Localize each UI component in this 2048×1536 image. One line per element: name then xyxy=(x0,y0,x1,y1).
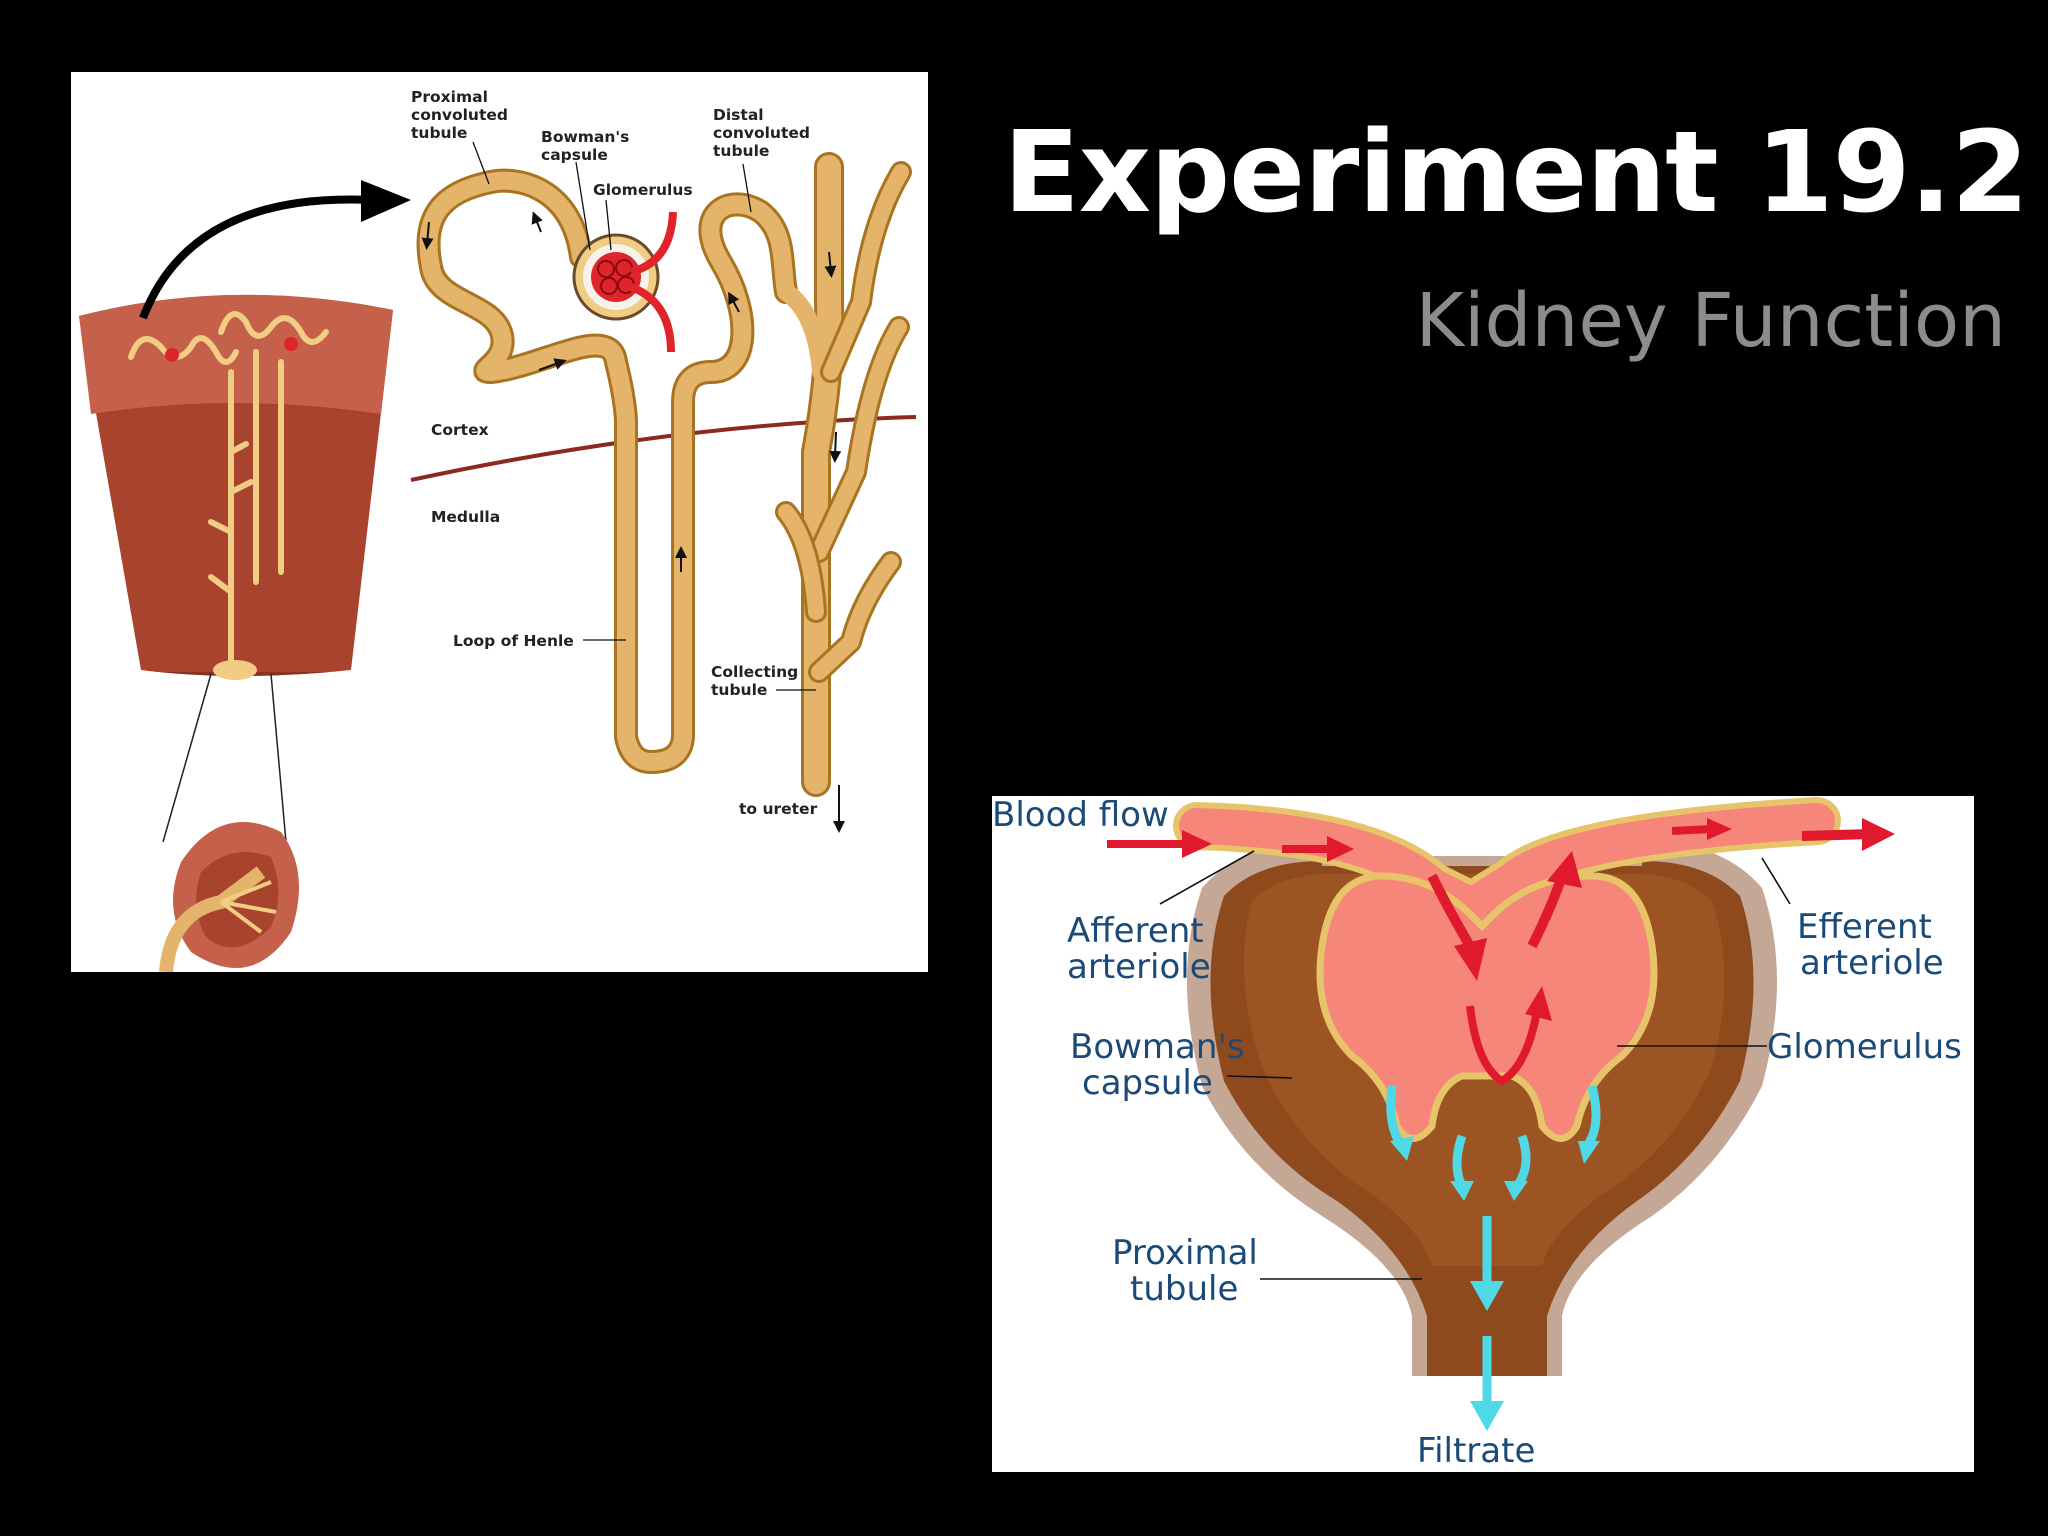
label-proximal-line3: tubule xyxy=(411,124,467,142)
label-afferent-line2: arteriole xyxy=(1067,947,1211,987)
label-proximal-line1: Proximal xyxy=(411,88,488,106)
label-cortex: Cortex xyxy=(431,421,489,439)
filtrate-arrow-heads xyxy=(1390,1136,1600,1431)
whole-kidney-illustration xyxy=(159,822,299,972)
label-proximal-line2: convoluted xyxy=(411,106,508,124)
glomerulus-diagram: Blood flow Afferent arteriole Efferent a… xyxy=(992,796,1962,1471)
cortex-medulla-boundary xyxy=(410,415,917,482)
label-distal-line2: convoluted xyxy=(713,124,810,142)
flow-arrows xyxy=(421,211,845,833)
slide-title: Experiment 19.2 xyxy=(1003,108,2029,238)
leader-lines xyxy=(472,141,816,691)
label-bowmans-line1: Bowman's xyxy=(1070,1027,1245,1067)
glomerulus-diagram-panel: Blood flow Afferent arteriole Efferent a… xyxy=(992,796,1974,1472)
slide-subtitle: Kidney Function xyxy=(1415,278,2006,364)
nephron-diagram: Proximal convoluted tubule Bowman's caps… xyxy=(79,88,917,972)
label-proximal-line2: tubule xyxy=(1130,1269,1238,1309)
label-afferent-line1: Afferent xyxy=(1067,911,1204,951)
glomerulus-illustration xyxy=(572,211,677,353)
label-collecting-line1: Collecting xyxy=(711,663,798,681)
leader-lines xyxy=(1159,850,1791,1280)
label-filtrate: Filtrate xyxy=(1417,1431,1535,1471)
label-bowmans-line2: capsule xyxy=(1082,1063,1213,1103)
label-distal-line1: Distal xyxy=(713,106,764,124)
label-proximal-line1: Proximal xyxy=(1112,1233,1258,1273)
zoom-arrow xyxy=(139,195,372,320)
blood-flow-arrows xyxy=(1107,818,1895,1086)
label-efferent-line1: Efferent xyxy=(1797,907,1932,947)
nephron-diagram-panel: Proximal convoluted tubule Bowman's caps… xyxy=(71,72,928,972)
label-bowmans-line2: capsule xyxy=(541,146,608,164)
label-collecting-line2: tubule xyxy=(711,681,767,699)
label-distal-line3: tubule xyxy=(713,142,769,160)
label-bowmans-line1: Bowman's xyxy=(541,128,629,146)
label-loop-of-henle: Loop of Henle xyxy=(453,632,574,650)
kidney-wedge-illustration xyxy=(79,294,393,843)
label-glomerulus: Glomerulus xyxy=(1767,1027,1962,1067)
zoom-arrow-head xyxy=(361,180,411,222)
label-to-ureter: to ureter xyxy=(739,800,818,818)
label-medulla: Medulla xyxy=(431,508,500,526)
label-efferent-line2: arteriole xyxy=(1800,943,1944,983)
label-blood-flow: Blood flow xyxy=(992,796,1169,835)
label-glomerulus: Glomerulus xyxy=(593,181,693,199)
